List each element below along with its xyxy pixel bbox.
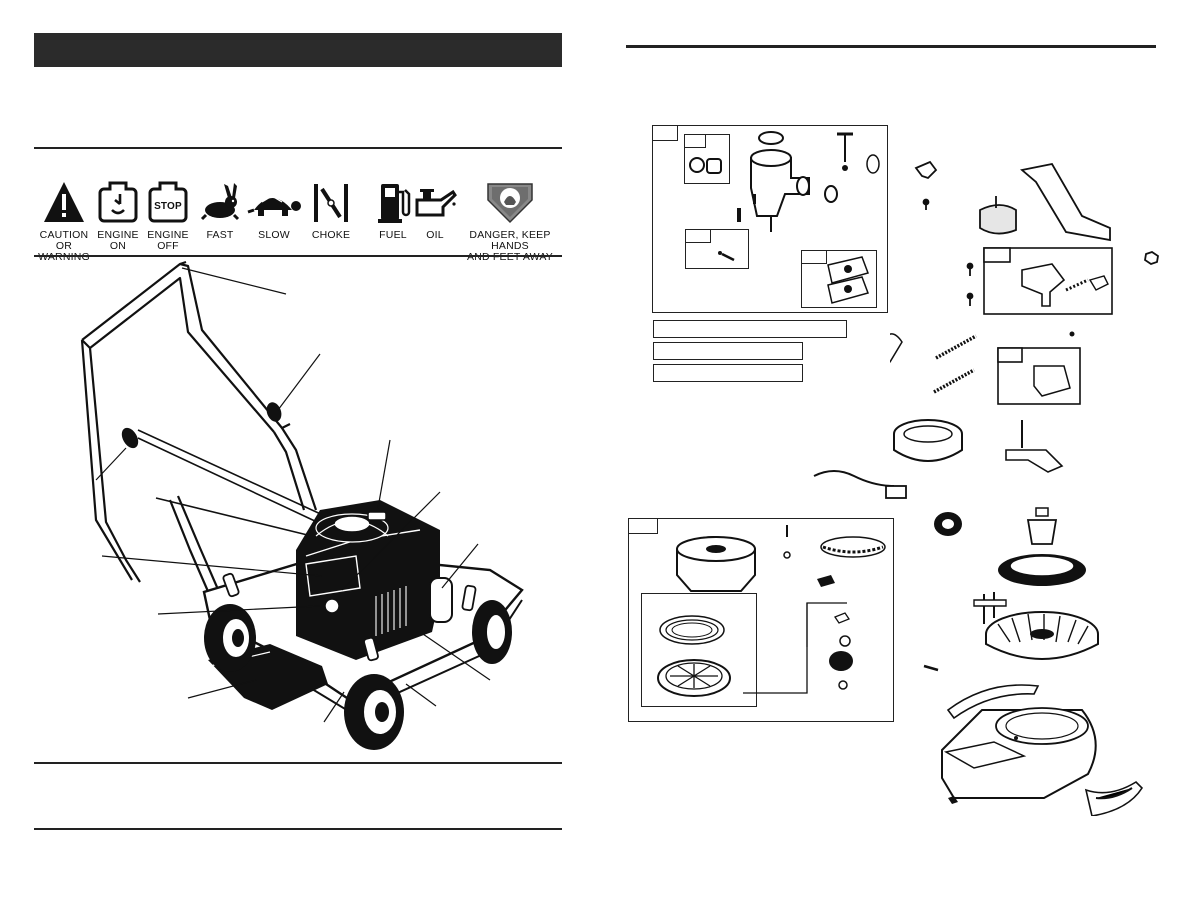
bottom-section-bottom-rule: [34, 828, 562, 830]
starter-box-number-tab: [628, 518, 658, 534]
part-label-box-2: [653, 342, 803, 360]
starter-parts-box: [628, 518, 894, 722]
part-label-box-1: [653, 320, 847, 338]
starter-housing-icon: [676, 525, 886, 694]
symbol-fuel: FUEL: [370, 180, 416, 241]
wheel-front-left: [344, 674, 404, 750]
lawn-mower-illustration: [80, 260, 524, 750]
oil-can-icon: [415, 189, 457, 217]
symbol-fast: FAST: [196, 180, 244, 241]
carburetor-subkit-box: [684, 134, 730, 184]
symbol-engine-on: ENGINE ON: [96, 180, 140, 252]
symbols-top-rule: [34, 147, 562, 149]
screw-icon: [718, 251, 735, 262]
carburetor-icon: [737, 131, 880, 232]
handle-knob-right: [266, 402, 282, 422]
left-page-header-bar: [34, 33, 562, 67]
handle-knob-left: [121, 427, 139, 449]
engine-off-icon: STOP: [148, 181, 188, 223]
gasket-icon: [827, 256, 869, 304]
screw-subkit-box: [685, 229, 749, 269]
deflector-bracket-icon: [1084, 780, 1144, 816]
hand-foot-danger-icon: [487, 183, 533, 224]
wheel-rear-left: [204, 604, 256, 672]
bottom-section-top-rule: [34, 762, 562, 764]
right-page-top-rule: [626, 45, 1156, 48]
fitting-parts-icon: [689, 157, 722, 174]
rewind-subkit-box: [641, 593, 757, 707]
symbol-caution: CAUTION OR WARNING: [30, 180, 98, 263]
wheel-front-right: [472, 600, 512, 664]
symbol-choke: CHOKE: [308, 180, 354, 241]
choke-icon: [314, 184, 348, 222]
rewind-spring-pulley-icon: [657, 615, 731, 697]
flywheel-blower-housing-icon: [923, 507, 1099, 804]
gasket-subkit-box: [801, 250, 877, 308]
turtle-icon: [247, 195, 301, 216]
governor-and-control-parts: [890, 160, 1159, 473]
part-label-box-3: [653, 364, 803, 382]
fuel-pump-icon: [378, 184, 411, 223]
symbol-oil: OIL: [412, 180, 458, 241]
symbol-danger-hands-feet: DANGER, KEEP HANDS AND FEET AWAY: [452, 180, 568, 263]
rabbit-icon: [200, 183, 240, 221]
carburetor-parts-box: [652, 125, 888, 313]
caution-triangle-icon: [44, 182, 84, 222]
symbol-engine-off: STOP ENGINE OFF: [146, 180, 190, 252]
box-number-tab: [652, 125, 678, 141]
stop-badge-text: STOP: [154, 201, 182, 212]
ignition-wire-icon: [813, 470, 907, 499]
symbol-slow: SLOW: [244, 180, 304, 241]
symbols-bottom-rule: [34, 255, 562, 257]
engine-on-icon: [98, 181, 138, 223]
